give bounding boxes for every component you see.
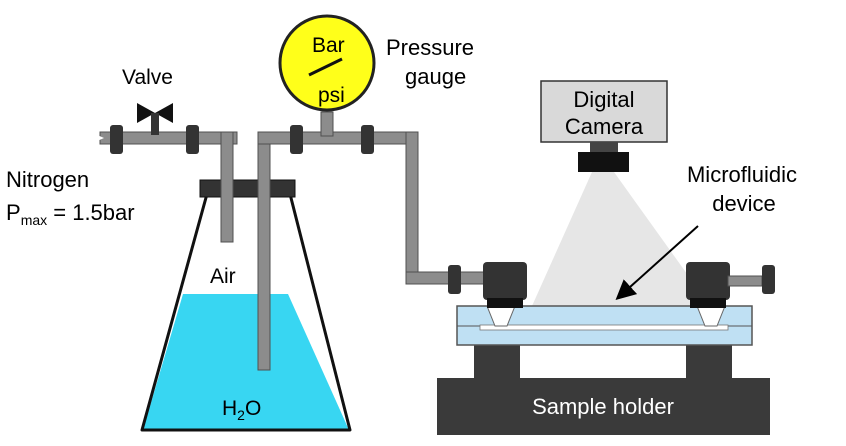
- water: [143, 294, 349, 430]
- flask: [140, 179, 352, 432]
- device-label: device: [712, 191, 776, 216]
- water-label: H2O: [222, 397, 261, 423]
- pressure-gauge: [278, 14, 376, 112]
- gauge-top-label: Bar: [312, 34, 345, 57]
- sample-stage: [437, 262, 775, 435]
- sample-holder-label: Sample holder: [532, 394, 674, 419]
- sample-holder: [437, 378, 770, 435]
- flask-stopper: [199, 179, 296, 198]
- fittings: [110, 125, 461, 294]
- valve-label: Valve: [122, 66, 173, 89]
- pressure-label: Pressure: [386, 35, 474, 60]
- nitrogen-label: Nitrogen: [6, 167, 89, 192]
- digital-camera: [540, 80, 668, 172]
- air-label: Air: [210, 265, 236, 288]
- pmax-label: Pmax = 1.5bar: [6, 200, 135, 228]
- camera-label-line2: Camera: [565, 114, 644, 139]
- device-pointer-arrow: [615, 225, 699, 301]
- gauge-bottom-label: psi: [318, 84, 345, 107]
- camera-label-line1: Digital: [573, 87, 634, 112]
- light-cone: [532, 172, 710, 306]
- microfluidic-label: Microfluidic: [687, 162, 797, 187]
- valve-icon: [137, 103, 173, 135]
- gauge-label: gauge: [405, 64, 466, 89]
